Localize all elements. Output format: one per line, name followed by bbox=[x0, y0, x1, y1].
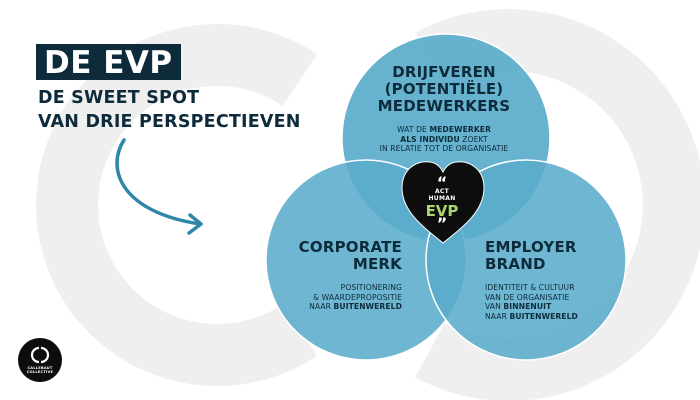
body-line: VAN BINNENUIT bbox=[485, 302, 605, 312]
circle-left-heading: CORPORATE MERK bbox=[284, 239, 402, 273]
body-text: & WAARDEPROPOSITIE bbox=[313, 292, 402, 302]
circle-right-text: EMPLOYER BRAND IDENTITEIT & CULTUUR VAN … bbox=[485, 239, 605, 321]
body-line: IDENTITEIT & CULTUUR bbox=[485, 283, 605, 293]
body-text-bold: BUITENWERELD bbox=[333, 302, 402, 311]
circle-top-heading: DRIJFVEREN (POTENTIËLE) MEDEWERKERS bbox=[356, 64, 532, 115]
body-text: WAT DE bbox=[396, 125, 430, 134]
body-text: VAN DE ORGANISATIE bbox=[485, 292, 570, 302]
body-text-bold: BINNENUIT bbox=[503, 302, 552, 311]
watermark-c-right bbox=[415, 9, 700, 400]
body-line: ALS INDIVIDU ZOEKT bbox=[356, 135, 532, 145]
circle-top-text: DRIJFVEREN (POTENTIËLE) MEDEWERKERS WAT … bbox=[356, 64, 532, 154]
heading-line: CORPORATE bbox=[298, 238, 402, 256]
logo-wordmark: CALLEBAUT COLLECTIVE bbox=[18, 366, 62, 375]
body-text: ZOEKT bbox=[459, 134, 488, 144]
heading-line: (POTENTIËLE) bbox=[384, 80, 504, 98]
callebaut-collective-logo: CALLEBAUT COLLECTIVE bbox=[18, 338, 62, 382]
heading-line: EMPLOYER bbox=[485, 238, 577, 256]
logo-line: COLLECTIVE bbox=[26, 370, 54, 375]
circle-right-heading: EMPLOYER BRAND bbox=[485, 239, 605, 273]
page-subtitle: DE SWEET SPOT VAN DRIE PERSPECTIEVEN bbox=[38, 86, 338, 134]
body-text: POSITIONERING bbox=[340, 283, 402, 292]
heart-label: “ ACT HUMAN EVP ” bbox=[417, 173, 467, 233]
body-text: VAN bbox=[485, 302, 504, 311]
body-line: NAAR BUITENWERELD bbox=[284, 302, 402, 312]
cc-monogram-icon bbox=[30, 346, 50, 364]
open-quote: “ bbox=[436, 173, 448, 192]
circle-top-body: WAT DE MEDEWERKER ALS INDIVIDU ZOEKT IN … bbox=[356, 125, 532, 154]
body-line: POSITIONERING bbox=[284, 283, 402, 293]
background-watermark bbox=[36, 9, 700, 400]
subtitle-line: VAN DRIE PERSPECTIEVEN bbox=[38, 112, 301, 132]
body-text-bold: MEDEWERKER bbox=[429, 125, 492, 134]
page-title-box: DE EVP bbox=[36, 44, 181, 80]
heading-line: DRIJFVEREN bbox=[392, 63, 496, 81]
watermark-c-left bbox=[36, 24, 318, 386]
heart-icon bbox=[401, 161, 485, 244]
circle-right-body: IDENTITEIT & CULTUUR VAN DE ORGANISATIE … bbox=[485, 283, 605, 321]
curved-arrow-icon bbox=[115, 138, 203, 235]
body-line: IN RELATIE TOT DE ORGANISATIE bbox=[356, 144, 532, 154]
body-text: NAAR bbox=[485, 311, 510, 321]
circle-left-body: POSITIONERING & WAARDEPROPOSITIE NAAR BU… bbox=[284, 283, 402, 312]
subtitle-line: DE SWEET SPOT bbox=[38, 88, 200, 108]
body-line: & WAARDEPROPOSITIE bbox=[284, 293, 402, 303]
heart-line-act: ACT bbox=[434, 188, 450, 195]
heart-line-human: HUMAN bbox=[428, 195, 456, 202]
close-quote: ” bbox=[436, 214, 448, 233]
body-line: WAT DE MEDEWERKER bbox=[356, 125, 532, 135]
body-text-bold: BUITENWERELD bbox=[509, 311, 578, 321]
body-text: IDENTITEIT & CULTUUR bbox=[485, 283, 575, 292]
circle-left-text: CORPORATE MERK POSITIONERING & WAARDEPRO… bbox=[284, 239, 402, 312]
body-text: NAAR bbox=[309, 302, 334, 311]
heading-line: MERK bbox=[352, 255, 402, 273]
body-line: VAN DE ORGANISATIE bbox=[485, 293, 605, 303]
heart-evp: EVP bbox=[425, 202, 459, 220]
logo-line: CALLEBAUT bbox=[27, 366, 53, 370]
body-text-bold: ALS INDIVIDU bbox=[400, 134, 460, 144]
body-text: IN RELATIE TOT DE ORGANISATIE bbox=[379, 144, 509, 153]
body-line: NAAR BUITENWERELD bbox=[485, 312, 605, 322]
heading-line: MEDEWERKERS bbox=[377, 97, 511, 115]
page-title: DE EVP bbox=[44, 45, 173, 81]
heading-line: BRAND bbox=[485, 255, 546, 273]
